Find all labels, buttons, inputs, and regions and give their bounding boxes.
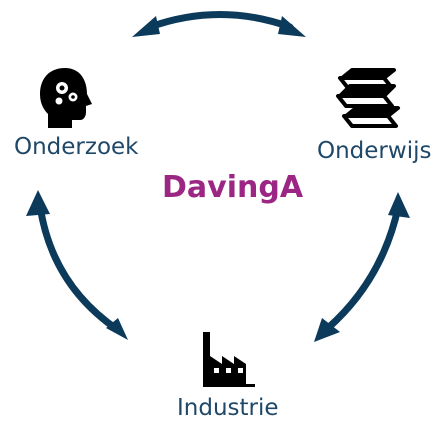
diagram-title: DavingA xyxy=(162,170,304,205)
arrow-onderwijs-industrie xyxy=(314,192,410,342)
arrow-onderzoek-onderwijs xyxy=(132,11,306,37)
head-gears-icon xyxy=(40,68,92,128)
node-label-onderzoek: Onderzoek xyxy=(14,134,139,160)
stacked-books-icon xyxy=(336,68,400,128)
node-label-industrie: Industrie xyxy=(177,395,279,421)
factory-icon xyxy=(203,332,255,387)
node-label-onderwijs: Onderwijs xyxy=(317,138,432,164)
arrow-industrie-onderzoek xyxy=(26,190,128,340)
